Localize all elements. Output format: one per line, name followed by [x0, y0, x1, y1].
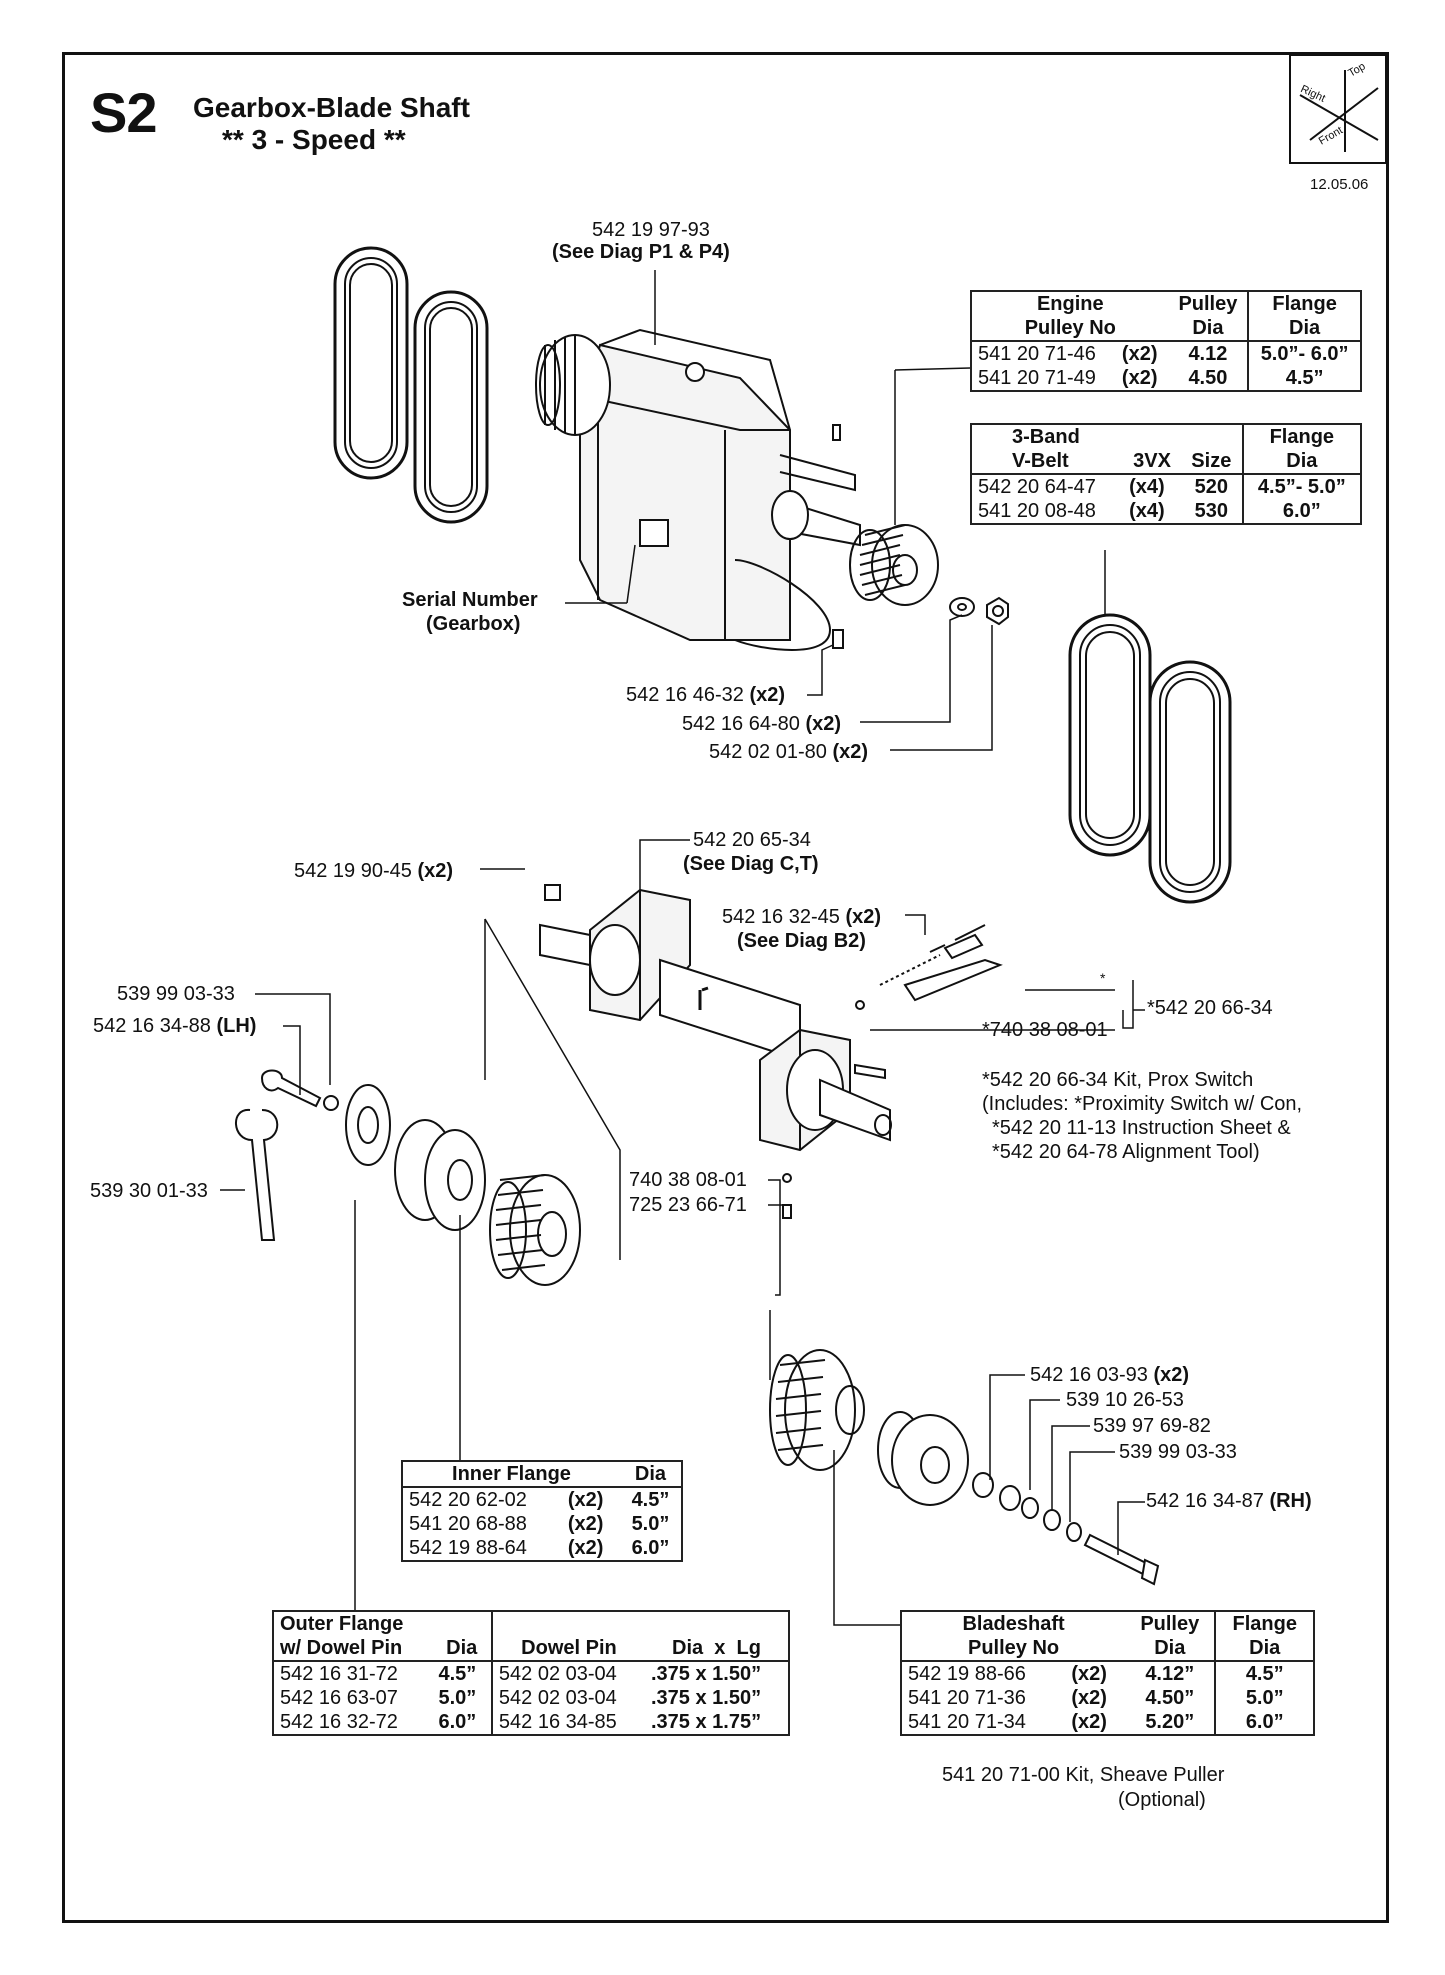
wrench-label: 539 30 01-33 — [90, 1180, 208, 1202]
bladeshaft-flange-dia-header: Dia — [1214, 1636, 1314, 1661]
diagram-code: S2 — [90, 81, 157, 144]
engine-pulley-header: Pulley — [1178, 293, 1238, 315]
right-bolt-label: 542 16 34-87 (RH) — [1146, 1490, 1312, 1512]
engine-dia-header: Dia — [1192, 317, 1224, 339]
serial-number-sublabel: (Gearbox) — [426, 613, 521, 635]
outer-flange-table: Outer Flange w/ Dowel Pin Dia Dowel Pin … — [272, 1610, 790, 1736]
belt-3vx-header: 3VX — [1133, 450, 1171, 472]
table-row: 542 19 88-66 (x2) 4.12” 4.5” — [901, 1660, 1314, 1686]
table-row: 542 20 62-02 (x2) 4.5” — [402, 1486, 682, 1512]
kit-part-label: *542 20 66-34 — [1147, 997, 1273, 1019]
outer-dowel-header: w/ Dowel Pin — [280, 1637, 403, 1659]
left-washer-label: 539 99 03-33 — [117, 983, 235, 1005]
belt-vbelt-header: V-Belt — [1012, 450, 1069, 472]
left-flange-stack — [235, 1069, 581, 1286]
table-row: 541 20 71-49 (x2) 4.50 4.5” — [971, 366, 1361, 391]
belt-header: 3-Band — [1012, 426, 1080, 448]
bladeshaft-pulley-table: Bladeshaft Pulley Flange Pulley No Dia D… — [900, 1610, 1315, 1736]
engine-pulley-no-header: Pulley No — [1024, 317, 1116, 339]
table-row: 542 19 88-64 (x2) 6.0” — [409, 1537, 670, 1559]
dowel-pin-header: Dowel Pin — [490, 1636, 645, 1661]
table-row: 541 20 68-88 (x2) 5.0” — [409, 1513, 670, 1535]
bladeshaft-dia-header: Dia — [1154, 1637, 1186, 1659]
key-part-label: 542 16 46-32 (x2) — [626, 684, 786, 706]
gearbox — [535, 328, 861, 651]
bladeshaft-flange-header: Flange — [1214, 1611, 1314, 1636]
gearbox-part-label: 542 19 97-93 — [592, 219, 710, 241]
table-row: 542 16 32-72 6.0” 542 16 34-85 .375 x 1.… — [280, 1710, 762, 1735]
engine-pulley — [849, 524, 1009, 626]
bladeshaft-header: Bladeshaft — [962, 1613, 1065, 1635]
v-belt-pair-top — [333, 246, 489, 524]
screw-725-label: 725 23 66-71 — [629, 1194, 747, 1216]
shaft-ref-label: (See Diag C,T) — [683, 853, 819, 875]
table-row: 541 20 08-48 (x4) 530 6.0” — [971, 499, 1361, 524]
kit-note-line4: *542 20 64-78 Alignment Tool) — [992, 1141, 1260, 1163]
puller-note-line2: (Optional) — [1118, 1789, 1206, 1811]
star-740-label: *740 38 08-01 — [982, 1019, 1108, 1041]
right-washer2-label: 539 10 26-53 — [1066, 1389, 1184, 1411]
right-washer4-label: 539 99 03-33 — [1119, 1441, 1237, 1463]
inner-flange-header: Inner Flange — [452, 1463, 571, 1485]
puller-note-line1: 541 20 71-00 Kit, Sheave Puller — [942, 1764, 1225, 1786]
prox-ref-label: (See Diag B2) — [737, 930, 866, 952]
dowel-size-header: Dia x Lg — [672, 1637, 761, 1659]
diagram-subtitle: ** 3 - Speed ** — [222, 124, 406, 155]
bladeshaft-pulley-no-header: Pulley No — [967, 1637, 1060, 1659]
belt-flange-header: Flange — [1241, 424, 1361, 449]
engine-header: Engine — [1036, 293, 1104, 315]
table-row: 542 16 63-07 5.0” 542 02 03-04 .375 x 1.… — [280, 1686, 762, 1710]
washer-740-label: 740 38 08-01 — [629, 1169, 747, 1191]
orientation-icon — [1289, 54, 1387, 164]
kit-star-marker: * — [1100, 970, 1106, 986]
kit-note-line3: *542 20 11-13 Instruction Sheet & — [992, 1117, 1291, 1139]
left-bolt-label: 542 16 34-88 (LH) — [93, 1015, 257, 1037]
shaft-part-label: 542 20 65-34 — [693, 829, 811, 851]
kit-note-line2: (Includes: *Proximity Switch w/ Con, — [982, 1093, 1303, 1115]
shaft-key-label: 542 19 90-45 (x2) — [294, 860, 454, 882]
outer-flange-header: Outer Flange — [280, 1613, 404, 1635]
right-washer3-label: 539 97 69-82 — [1093, 1415, 1211, 1437]
blade-shaft-assembly — [539, 884, 1003, 1219]
table-row: 541 20 71-34 (x2) 5.20” 6.0” — [901, 1710, 1314, 1735]
revision-date: 12.05.06 — [1310, 176, 1369, 193]
belt-size-header: Size — [1191, 450, 1232, 472]
outer-dia-header: Dia — [446, 1637, 478, 1659]
v-belt-table: 3-Band Flange V-Belt 3VX Size Dia 542 20… — [970, 423, 1362, 525]
bladeshaft-pulley-header: Pulley — [1140, 1613, 1200, 1635]
inner-flange-table: Inner Flange Dia 542 20 62-02 (x2) 4.5” … — [401, 1460, 683, 1562]
diagram-title: Gearbox-Blade Shaft — [193, 92, 470, 123]
gearbox-ref-label: (See Diag P1 & P4) — [552, 241, 730, 263]
v-belt-pair-right — [1068, 613, 1232, 904]
right-washer1-label: 542 16 03-93 (x2) — [1030, 1364, 1190, 1386]
leader-lines — [220, 270, 1145, 1626]
right-flange-stack — [769, 1349, 1160, 1586]
engine-flange-header: Flange — [1247, 291, 1361, 316]
engine-pulley-table: Engine Pulley Flange Pulley No Dia Dia 5… — [970, 290, 1362, 392]
table-row: 542 16 31-72 4.5” 542 02 03-04 .375 x 1.… — [273, 1660, 789, 1686]
prox-part-label: 542 16 32-45 (x2) — [722, 906, 882, 928]
table-row: 541 20 71-46 (x2) 4.12 5.0”- 6.0” — [971, 340, 1361, 366]
washer-part-label: 542 16 64-80 (x2) — [682, 713, 842, 735]
nut-part-label: 542 02 01-80 (x2) — [709, 741, 869, 763]
kit-note-line1: *542 20 66-34 Kit, Prox Switch — [982, 1069, 1254, 1091]
table-row: 541 20 71-36 (x2) 4.50” 5.0” — [901, 1686, 1314, 1710]
belt-flange-dia-header: Dia — [1241, 449, 1361, 474]
table-row: 542 20 64-47 (x4) 520 4.5”- 5.0” — [971, 473, 1361, 499]
engine-flange-dia-header: Dia — [1247, 316, 1361, 341]
inner-dia-header: Dia — [634, 1463, 667, 1485]
serial-number-label: Serial Number — [402, 589, 538, 611]
page-frame — [62, 52, 1389, 1923]
